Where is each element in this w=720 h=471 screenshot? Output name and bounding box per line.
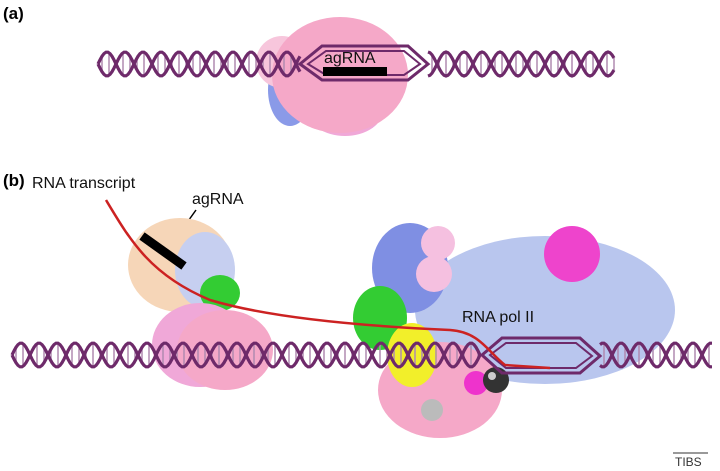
pol-magenta-small-bead: [464, 371, 488, 395]
agrna-label: agRNA: [192, 191, 244, 208]
dna-strand-bottom: [427, 50, 616, 78]
panel-b-agrna-bar: [139, 232, 187, 270]
rna-pol-ii-complex: RNA pol II: [353, 223, 675, 438]
panel-a-agrna-label: agRNA: [324, 50, 376, 67]
pol-light-pink-bead-top: [421, 226, 455, 260]
transcription-bubble-inner: [488, 342, 594, 369]
pol-dark-bead: [483, 367, 509, 393]
transcription-bubble: [479, 336, 603, 375]
panel-a-dna-helix: [96, 50, 616, 78]
rna-pol-ii-body: [415, 236, 675, 384]
rna-transcript-line: [104, 199, 551, 370]
panel-a-agrna-bar: [323, 67, 387, 76]
panel-a-dna-bubble: agRNA: [297, 44, 431, 82]
pol-light-pink-bead-bottom: [416, 256, 452, 292]
dna-strand-bottom: [599, 341, 712, 369]
pol-dark-bead-highlight: [488, 372, 496, 380]
dna-strand-bottom: [96, 50, 302, 78]
dna-strand-top: [599, 341, 712, 369]
rna-transcript-label: RNA transcript: [32, 175, 136, 192]
panel-b-dna-helix: [10, 341, 712, 369]
green-subunit: [200, 275, 240, 311]
panel-a-label: (a): [3, 4, 24, 23]
panel-a-protein-complex: [256, 17, 408, 136]
panel-b-label: (b): [3, 171, 25, 190]
rna-pol-ii-label: RNA pol II: [462, 309, 534, 326]
dna-strand-top: [427, 50, 616, 78]
panel-a-bubble-outer: [297, 44, 431, 82]
pol-grey-bead: [421, 399, 443, 421]
dna-strand-top: [96, 50, 302, 78]
transcription-bubble-outer: [479, 336, 603, 375]
pol-magenta-bead: [544, 226, 600, 282]
pol-yellow-subunit: [387, 323, 437, 387]
dna-strand-bottom: [10, 341, 482, 369]
journal-credit: TIBS: [675, 455, 702, 469]
